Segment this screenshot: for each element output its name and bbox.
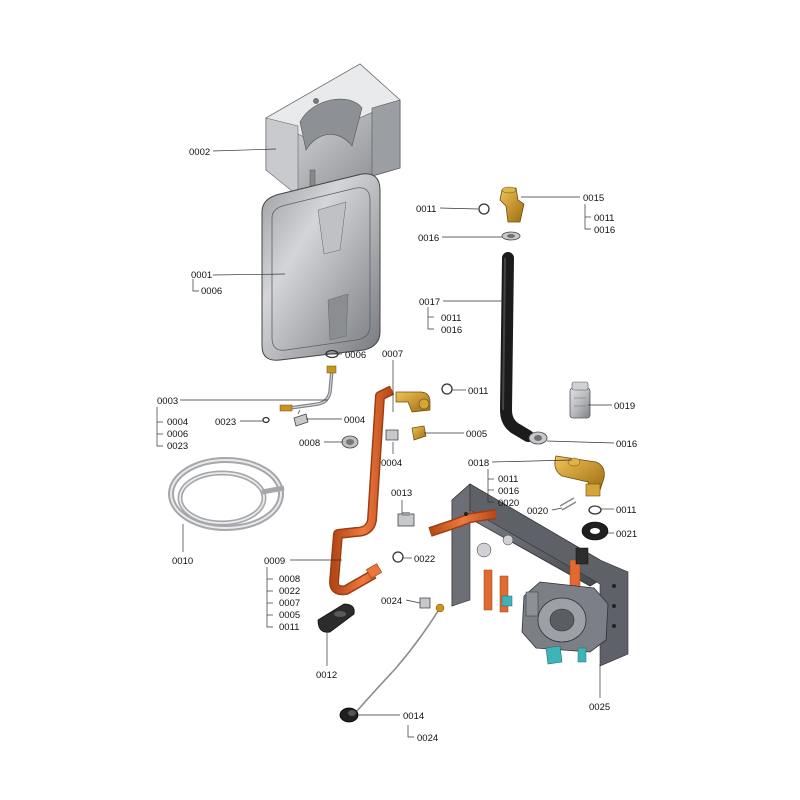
callout-0020: 0020	[527, 506, 548, 517]
callout-0017: 0017	[419, 297, 440, 308]
callout-0014: 0014	[403, 711, 424, 722]
callout-0013: 0013	[391, 488, 412, 499]
part-0023-small-oring	[262, 416, 270, 424]
callout-0002: 0002	[189, 147, 210, 158]
callout-0025: 0025	[589, 702, 610, 713]
callout-0009-sub-0005: 0005	[279, 610, 300, 621]
part-0004-clip-lower	[385, 429, 399, 441]
part-0011-oring-a	[441, 383, 453, 395]
callout-0005: 0005	[466, 429, 487, 440]
part-0011-oring-b	[478, 203, 490, 215]
callout-0007: 0007	[382, 349, 403, 360]
callout-0009-sub-0011: 0011	[279, 622, 299, 633]
part-0017-black-hose	[499, 252, 534, 442]
part-0025-pump-assembly	[428, 483, 629, 667]
part-0013-clip	[397, 512, 415, 527]
callout-0015-sub-0016: 0016	[594, 225, 615, 236]
part-0003-flexible-pipe	[279, 365, 337, 412]
part-0020-clip	[559, 497, 577, 511]
callout-0018: 0018	[468, 458, 489, 469]
part-0015-brass-elbow	[499, 186, 525, 223]
callout-labels: 0002 0001 0006 0006 0003 0004 0006 0023 …	[157, 147, 637, 744]
callout-0003-sub-0004: 0004	[167, 417, 188, 428]
part-0002-cover	[265, 63, 401, 197]
part-0014-sensor	[339, 603, 445, 723]
callout-0019: 0019	[614, 401, 635, 412]
part-0016-clip-upper	[501, 231, 521, 241]
callout-0003-sub-0006: 0006	[167, 429, 188, 440]
callout-0009-sub-0008: 0008	[279, 574, 300, 585]
callout-0015: 0015	[583, 193, 604, 204]
callout-0017-sub-0016: 0016	[441, 325, 462, 336]
callout-0014-sub-0024: 0024	[417, 733, 438, 744]
callout-0012: 0012	[316, 670, 337, 681]
callout-0021: 0021	[616, 529, 637, 540]
callout-0006: 0006	[345, 350, 366, 361]
part-0016-clip-lower	[528, 431, 548, 445]
part-0008-spring-clip	[341, 435, 359, 449]
callout-0018-sub-0020: 0020	[498, 498, 519, 509]
callout-0017-sub-0011: 0011	[441, 313, 461, 324]
part-0010-coiled-hose	[168, 457, 285, 531]
part-0019-air-vent	[569, 381, 591, 419]
callout-0009: 0009	[264, 556, 285, 567]
callout-0009-sub-0007: 0007	[279, 598, 300, 609]
part-0012-gasket	[317, 603, 355, 633]
callout-0023: 0023	[215, 417, 236, 428]
callout-0022: 0022	[414, 554, 435, 565]
part-0001-expansion-vessel	[261, 169, 381, 361]
part-0022-oring	[392, 551, 404, 563]
part-0004-clip	[293, 409, 309, 427]
part-0011-oring-c	[588, 505, 602, 515]
callout-0008: 0008	[299, 438, 320, 449]
callout-0003: 0003	[157, 396, 178, 407]
part-0007-brass-fitting	[395, 391, 431, 413]
callout-0018-sub-0016: 0016	[498, 486, 519, 497]
callout-0011-c: 0011	[616, 505, 636, 516]
callout-0004-upper: 0004	[344, 415, 365, 426]
callout-0011-b: 0011	[416, 204, 436, 215]
leader-lines	[156, 148, 615, 738]
callout-0024: 0024	[381, 596, 402, 607]
part-0005-brass-nut	[411, 425, 427, 441]
callout-0016-a: 0016	[418, 233, 439, 244]
part-0021-washer	[581, 521, 609, 541]
callout-0003-sub-0023: 0023	[167, 441, 188, 452]
part-0009-copper-pipe	[329, 385, 395, 596]
callout-0010: 0010	[172, 556, 193, 567]
callout-0015-sub-0011: 0011	[594, 213, 614, 224]
callout-0004-lower: 0004	[381, 458, 402, 469]
callout-0011-a: 0011	[468, 386, 488, 397]
callout-0001: 0001	[191, 270, 212, 281]
callout-0009-sub-0022: 0022	[279, 586, 300, 597]
callout-0018-sub-0011: 0011	[498, 474, 518, 485]
callout-0001-sub-0006: 0006	[201, 286, 222, 297]
part-0018-brass-manifold	[554, 455, 605, 497]
callout-0016-b: 0016	[616, 439, 637, 450]
part-0024-clip	[419, 597, 431, 609]
